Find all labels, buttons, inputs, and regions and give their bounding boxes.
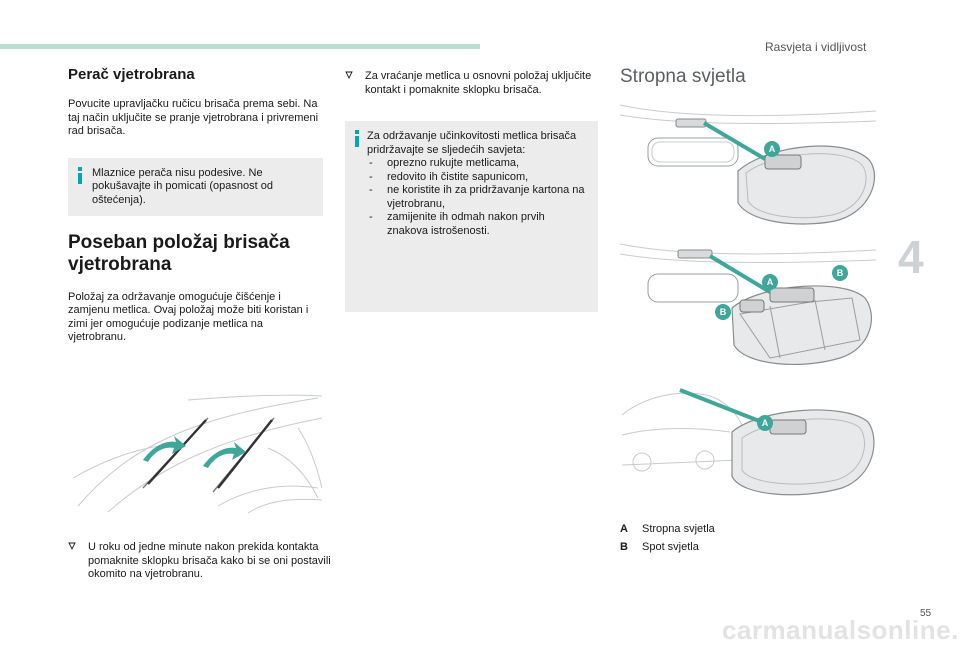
column-right: Stropna svjetla [620, 66, 875, 88]
special-position-title-line2: vjetrobrana [68, 253, 172, 275]
special-position-title-line1: Poseban položaj brisača [68, 231, 290, 253]
maintenance-list: oprezno rukujte metlicama, redovito ih č… [367, 157, 588, 238]
header-bar [0, 44, 480, 49]
ceiling-light-illustration-3: A [621, 388, 875, 496]
washer-title: Perač vjetrobrana [68, 66, 195, 83]
ceiling-lights-title: Stropna svjetla [620, 66, 746, 87]
section-title: Rasvjeta i vidljivost [765, 40, 867, 54]
list-item: oprezno rukujte metlicama, [367, 157, 588, 171]
triangle-bullet-icon [345, 70, 353, 84]
list-item: ne koristite ih za pridržavanje kartona … [367, 184, 588, 211]
callout-b: B [837, 268, 844, 278]
return-bullet-text: Za vraćanje metlica u osnovni položaj uk… [365, 70, 592, 96]
list-item: redovito ih čistite sapunicom, [367, 171, 588, 185]
info-icon [355, 130, 359, 147]
return-bullet: Za vraćanje metlica u osnovni položaj uk… [345, 70, 598, 97]
callout-b: B [720, 307, 727, 317]
triangle-bullet-icon [68, 541, 76, 555]
callout-a-marker [764, 141, 780, 157]
callout-a: A [769, 144, 776, 154]
callout-a: A [762, 418, 769, 428]
callout-a: A [767, 277, 774, 287]
column-middle: Za vraćanje metlica u osnovni položaj uk… [345, 70, 598, 312]
page-number: 55 [920, 608, 932, 619]
maintenance-intro: Za održavanje učinkovitosti metlica bris… [367, 130, 577, 156]
ceiling-light-illustration-1: A [620, 104, 876, 225]
special-position-body: Položaj za održavanje omogućuje čišćenje… [68, 290, 309, 344]
watermark: carmanualsonline.info [722, 615, 960, 645]
maintenance-note: Za održavanje učinkovitosti metlica bris… [345, 121, 598, 312]
special-position-bullet-text: U roku od jedne minute nakon prekida kon… [88, 541, 331, 580]
callout-a-marker [762, 274, 778, 290]
ceiling-light-illustration-2: A B B [620, 243, 876, 366]
list-item: zamijenite ih odmah nakon prvih znakova … [367, 211, 588, 238]
special-position-bullet: U roku od jedne minute nakon prekida kon… [68, 541, 343, 582]
washer-note: Mlaznice perača nisu podesive. Ne pokuša… [68, 157, 323, 216]
callout-b-marker [715, 304, 731, 320]
windshield-wiper-illustration [72, 394, 323, 514]
column-left: Perač vjetrobrana Povucite upravljačku r… [68, 66, 323, 345]
callout-b-marker [832, 265, 848, 281]
washer-note-text: Mlaznice perača nisu podesive. Ne pokuša… [92, 166, 273, 206]
washer-body: Povucite upravljačku ručicu brisača prem… [68, 98, 319, 137]
special-position-title: Poseban položaj brisača vjetrobrana [68, 232, 323, 276]
chapter-number: 4 [898, 231, 924, 283]
callout-a-marker [757, 415, 773, 431]
info-icon [78, 166, 82, 184]
